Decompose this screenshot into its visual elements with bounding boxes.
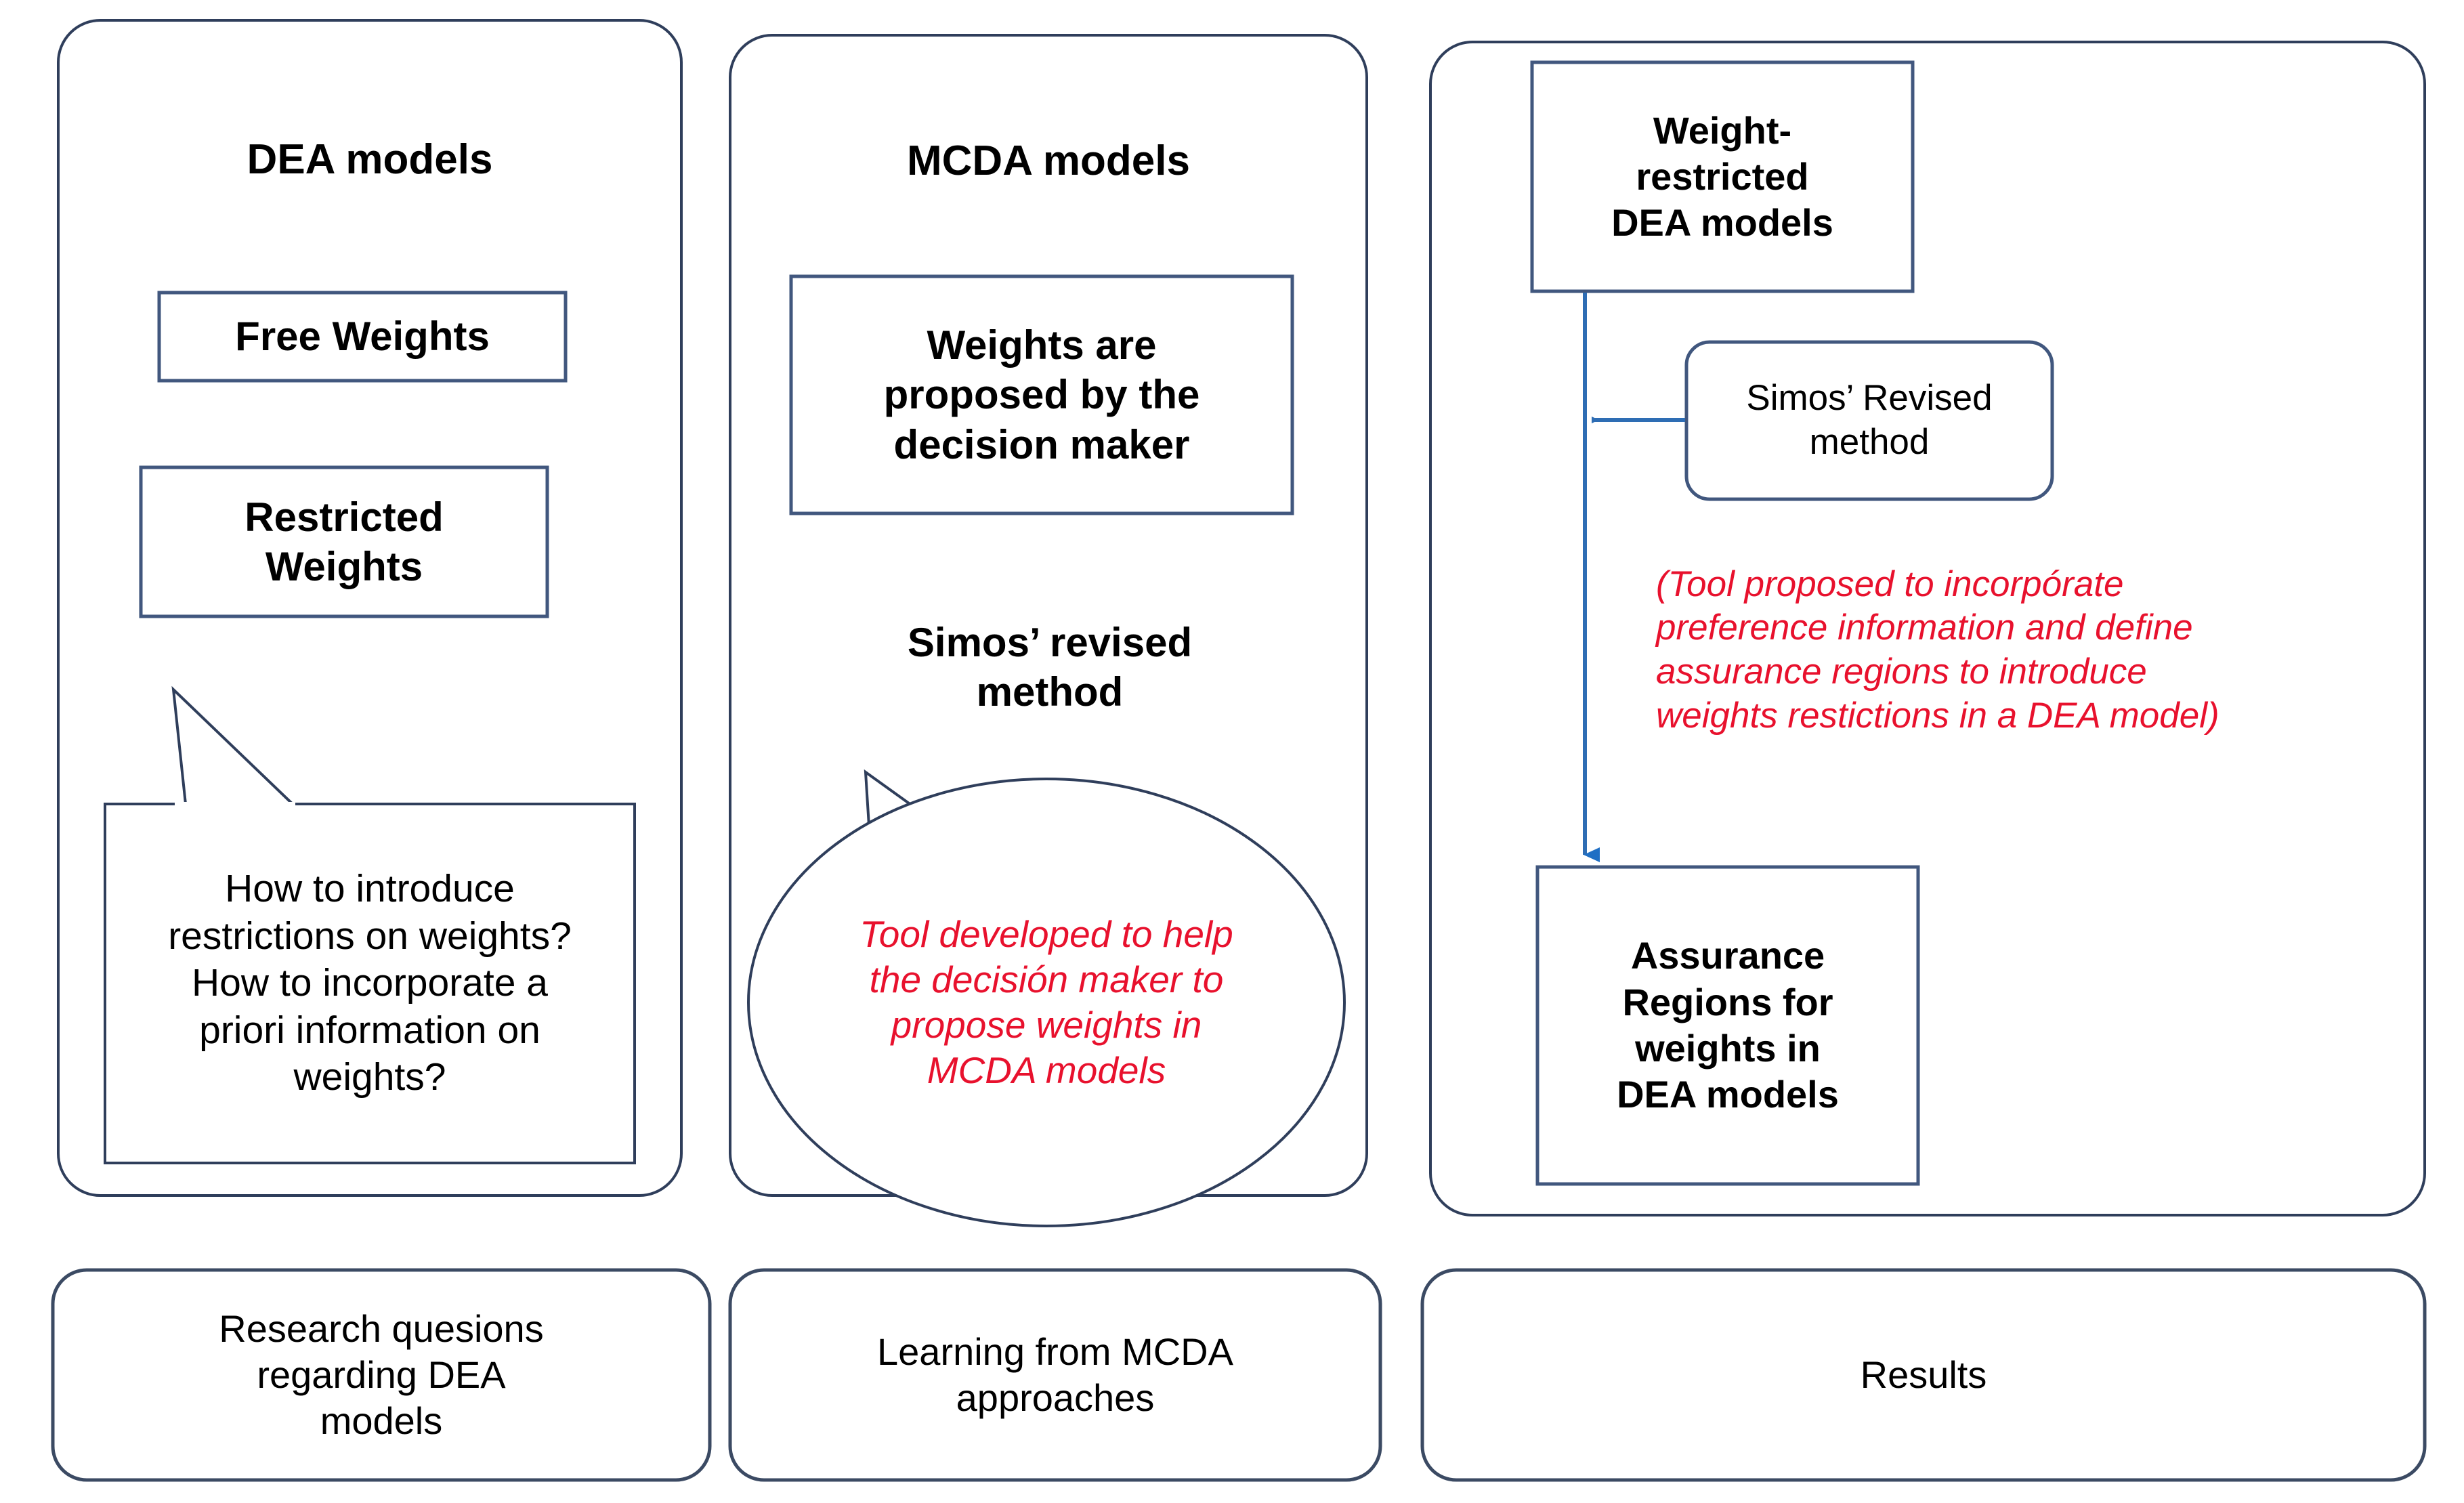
mcda-callout-bubble [747, 778, 1346, 1227]
mcda-callout-tail-join [870, 849, 984, 895]
weights-proposed-label: Weights are proposed by the decision mak… [883, 322, 1200, 467]
mcda-callout-text: Tool developed to help the decisión make… [859, 912, 1233, 1092]
free-weights-box [157, 291, 568, 383]
mcda-footer-box [728, 1268, 1382, 1482]
mcda-column-heading: MCDA models [907, 137, 1190, 185]
results-annotation-text: (Tool proposed to incorpórate preference… [1656, 564, 2219, 736]
results-footer-label: Results [1860, 1353, 1987, 1396]
dea-callout-bubble [104, 803, 636, 1164]
dea-column-heading: DEA models [247, 136, 493, 184]
weight-restricted-label: Weight- restricted DEA models [1611, 108, 1833, 245]
simos-revised-method-subheading: Simos’ revised method [907, 619, 1193, 715]
simos-revised-box [1684, 340, 2054, 501]
assurance-regions-label: Assurance Regions for weights in DEA mod… [1617, 934, 1839, 1116]
results-footer-box [1420, 1268, 2427, 1482]
assurance-regions-box [1535, 865, 1920, 1186]
mcda-footer-label: Learning from MCDA approaches [877, 1330, 1233, 1419]
dea-footer-box [51, 1268, 712, 1482]
restricted-weights-label: Restricted Weights [245, 494, 444, 589]
weight-restricted-box [1530, 60, 1915, 293]
dea-callout-text: How to introduce restrictions on weights… [168, 867, 572, 1099]
free-weights-label: Free Weights [235, 314, 490, 360]
dea-footer-label: Research quesions regarding DEA models [219, 1307, 544, 1443]
weights-proposed-box [789, 274, 1294, 515]
simos-revised-label: Simos’ Revised method [1746, 378, 1993, 462]
restricted-weights-box [139, 465, 549, 618]
